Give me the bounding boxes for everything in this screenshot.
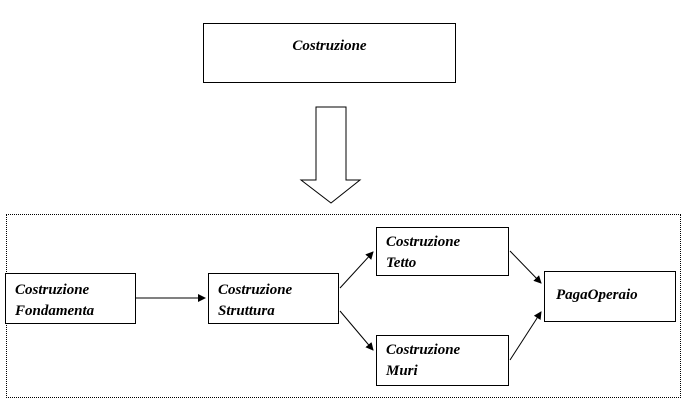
top-construction-box: Costruzione <box>203 23 456 83</box>
arrow-tetto-to-paga <box>509 250 542 284</box>
node-struttura-line1: Costruzione <box>218 282 293 298</box>
node-fondamenta-label: Costruzione Fondamenta <box>15 280 94 322</box>
node-muri-line1: Costruzione <box>386 342 461 358</box>
top-construction-label: Costruzione <box>292 38 367 54</box>
node-paga-operaio: PagaOperaio <box>544 271 676 322</box>
node-muri-label: Costruzione Muri <box>386 340 460 382</box>
node-tetto-label: Costruzione Tetto <box>386 232 460 274</box>
node-struttura-line2: Struttura <box>218 303 275 319</box>
arrow-muri-to-paga <box>509 311 542 361</box>
node-fondamenta-line1: Costruzione <box>15 282 90 298</box>
node-muri-line2: Muri <box>386 363 418 379</box>
node-costruzione-tetto: Costruzione Tetto <box>376 227 509 276</box>
node-tetto-line1: Costruzione <box>386 234 461 250</box>
node-paga-label: PagaOperaio <box>556 287 638 303</box>
node-tetto-line2: Tetto <box>386 255 417 271</box>
node-costruzione-muri: Costruzione Muri <box>376 335 509 386</box>
node-costruzione-fondamenta: Costruzione Fondamenta <box>5 273 136 324</box>
arrow-struttura-to-muri <box>339 310 374 351</box>
node-costruzione-struttura: Costruzione Struttura <box>208 273 339 324</box>
big-down-arrow <box>299 106 362 204</box>
node-struttura-label: Costruzione Struttura <box>218 280 292 322</box>
arrow-struttura-to-tetto <box>339 251 374 289</box>
node-fondamenta-line2: Fondamenta <box>15 303 95 319</box>
